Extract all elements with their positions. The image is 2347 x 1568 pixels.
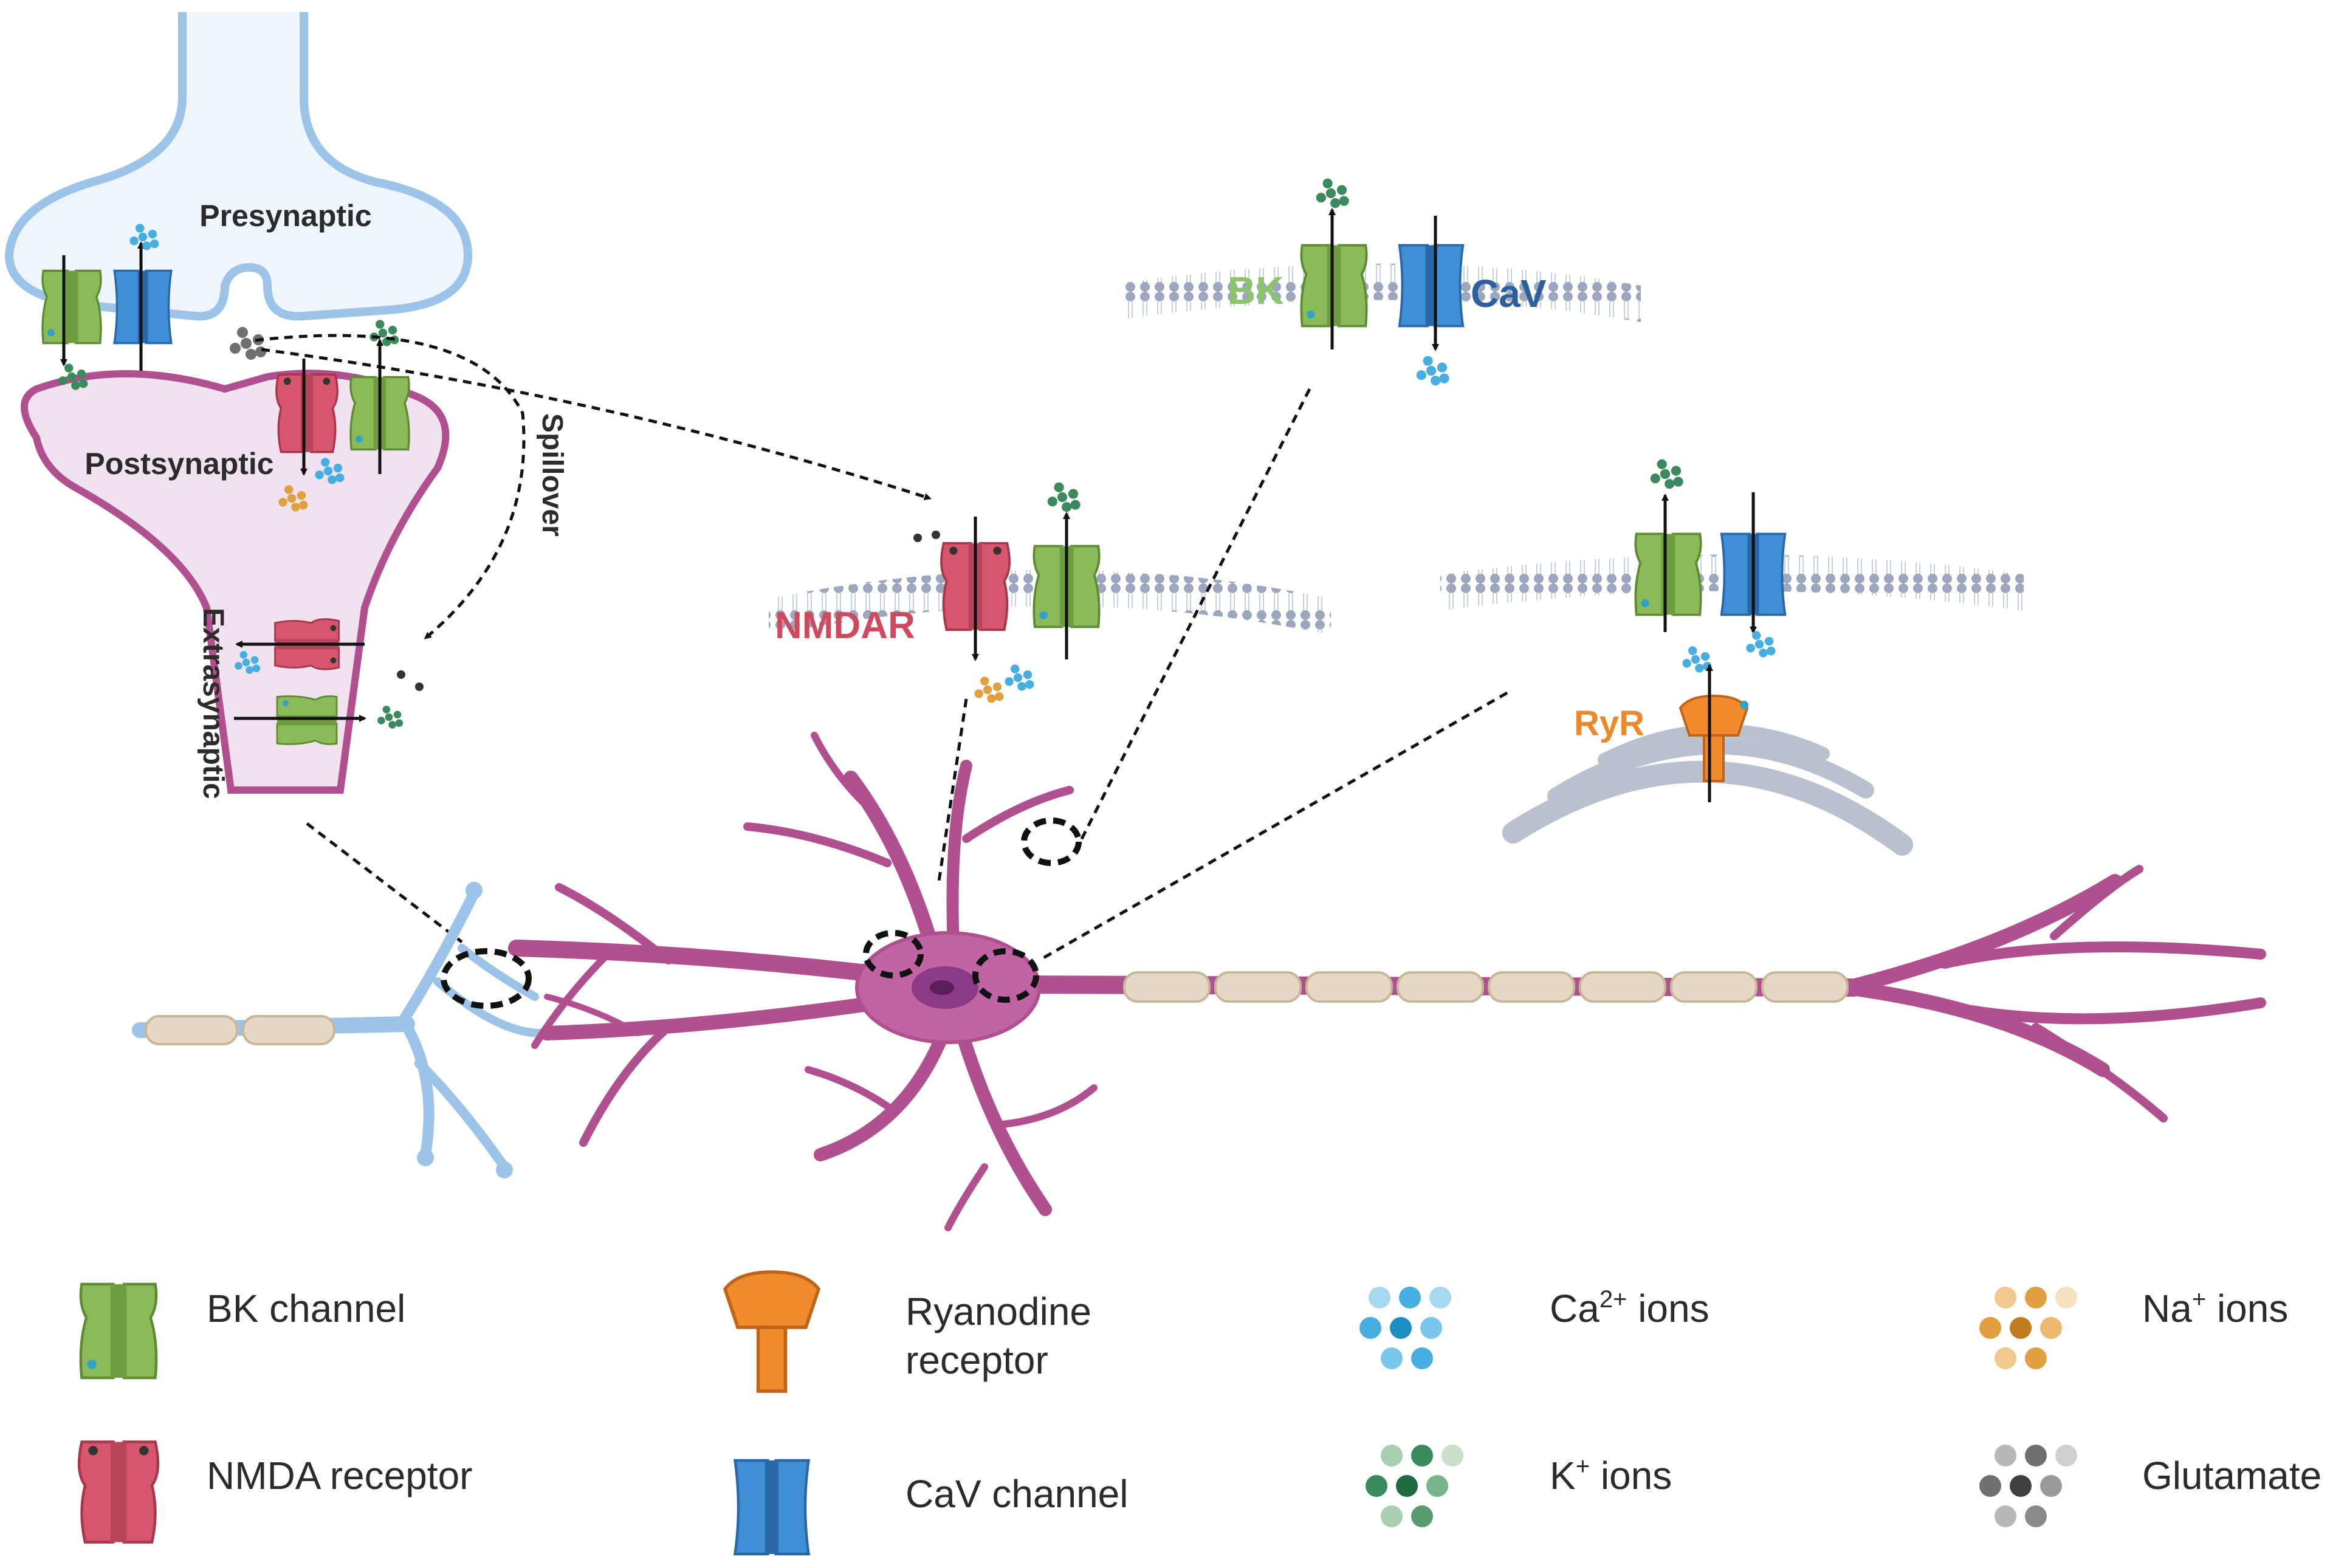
postsynaptic-label: Postsynaptic [84, 447, 273, 481]
legend-k-ions: K+ ions [1550, 1453, 1672, 1498]
ca-ions-icon [1416, 356, 1449, 386]
zoom-line [1038, 691, 1508, 962]
bk-channel-icon [276, 695, 338, 745]
cav-channel-icon [1398, 244, 1465, 328]
myelin-sheath [145, 1015, 335, 1045]
legend-na-ions: Na+ ions [2142, 1286, 2288, 1330]
ca-ions-icon [1005, 664, 1034, 691]
spillover-label: Spillover [536, 413, 568, 537]
cav-channel-icon [735, 1460, 809, 1554]
zoom-circle [441, 948, 532, 1009]
zoom-circle [863, 930, 924, 978]
zoom-circle [972, 948, 1039, 1003]
spillover-arrow [261, 348, 932, 500]
k-ions-icon [369, 320, 399, 346]
bk-label: BK [1228, 269, 1283, 312]
zoom-circle [1021, 817, 1082, 866]
legend-nmda-receptor: NMDA receptor [207, 1454, 472, 1498]
legend-ca-ions: Ca2+ ions [1550, 1286, 1710, 1330]
ryanodine-receptor-icon [723, 1270, 821, 1393]
legend: BK channel NMDA receptor Ryanodine recep… [79, 1270, 2321, 1554]
glutamate-icon [230, 327, 266, 360]
myelin-sheath [1123, 971, 1849, 1003]
ryanodine-receptor-icon [1679, 694, 1749, 782]
na-ions-icon [1979, 1287, 2077, 1369]
glutamate-icon [1979, 1445, 2077, 1527]
bk-cav-membrane [1124, 263, 1641, 322]
legend-cav-channel: CaV channel [905, 1472, 1128, 1516]
ca-ions-icon [1682, 646, 1712, 673]
bk-channel-icon [41, 269, 102, 345]
k-ions-icon [377, 706, 404, 729]
zoom-line [1074, 388, 1311, 852]
bk-channel-icon [81, 1284, 156, 1378]
nmda-receptor-icon [275, 373, 338, 453]
neuron-soma [855, 931, 1041, 1044]
bk-channel-icon [1634, 532, 1702, 616]
nmdar-label: NMDAR [775, 605, 915, 647]
ca-ions-icon [1746, 631, 1776, 658]
presynaptic-terminal [4, 12, 473, 321]
k-ions-icon [1650, 459, 1683, 489]
zoom-line [306, 822, 463, 943]
k-ions-icon [1047, 482, 1081, 512]
bk-channel-icon [1300, 244, 1368, 328]
legend-glutamate: Glutamate [2142, 1454, 2321, 1498]
zoom-line [937, 698, 968, 882]
presynaptic-label: Presynaptic [199, 199, 371, 233]
legend-ryanodine-line1: Ryanodine [905, 1290, 1091, 1333]
k-ions-icon [1316, 178, 1349, 208]
extrasynaptic-label: Extrasynaptic [197, 608, 229, 799]
ca-ions-icon [1359, 1287, 1451, 1369]
nmda-receptor-icon [79, 1442, 158, 1542]
na-ions-icon [974, 676, 1004, 703]
ryr-label: RyR [1574, 704, 1644, 743]
legend-ryanodine-line2: receptor [905, 1338, 1048, 1382]
spillover-arrow [255, 334, 526, 639]
cav-label: CaV [1471, 272, 1547, 315]
k-ions-icon [1366, 1445, 1463, 1527]
legend-bk-channel: BK channel [207, 1287, 405, 1330]
cav-channel-icon [113, 269, 173, 345]
